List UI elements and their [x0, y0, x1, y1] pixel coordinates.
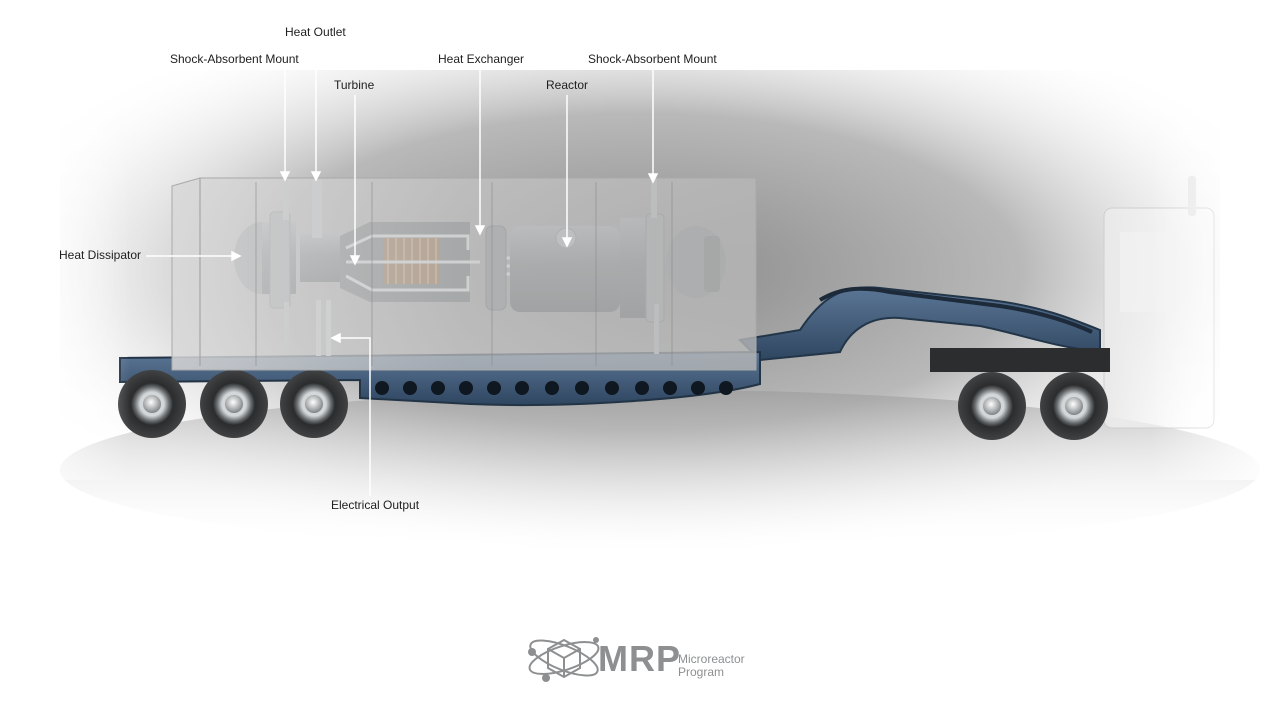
logo-acronym: MRP: [598, 638, 681, 679]
mrp-logo: MRP Microreactor Program: [524, 628, 764, 688]
leader-lines: [146, 42, 659, 496]
deck-holes: [375, 381, 733, 395]
wheel: [1040, 372, 1108, 440]
wheel: [958, 372, 1026, 440]
container: [171, 177, 757, 371]
label-electrical-output: Electrical Output: [331, 498, 420, 512]
wheel: [280, 370, 348, 438]
logo-line-1: Microreactor: [678, 652, 745, 666]
label-shock-absorbent-mount-right: Shock-Absorbent Mount: [588, 52, 717, 66]
label-heat-exchanger: Heat Exchanger: [438, 52, 525, 66]
logo-line-2: Program: [678, 665, 725, 679]
label-turbine: Turbine: [334, 78, 375, 92]
left-fade: [0, 60, 130, 480]
wheel: [118, 370, 186, 438]
label-reactor: Reactor: [546, 78, 589, 92]
label-heat-dissipator: Heat Dissipator: [59, 248, 142, 262]
right-fade: [1150, 60, 1280, 480]
label-heat-outlet: Heat Outlet: [285, 25, 346, 39]
label-shock-absorbent-mount-left: Shock-Absorbent Mount: [170, 52, 299, 66]
wheel: [200, 370, 268, 438]
wheels: [118, 370, 1108, 440]
atom-cube-icon: [528, 637, 600, 682]
